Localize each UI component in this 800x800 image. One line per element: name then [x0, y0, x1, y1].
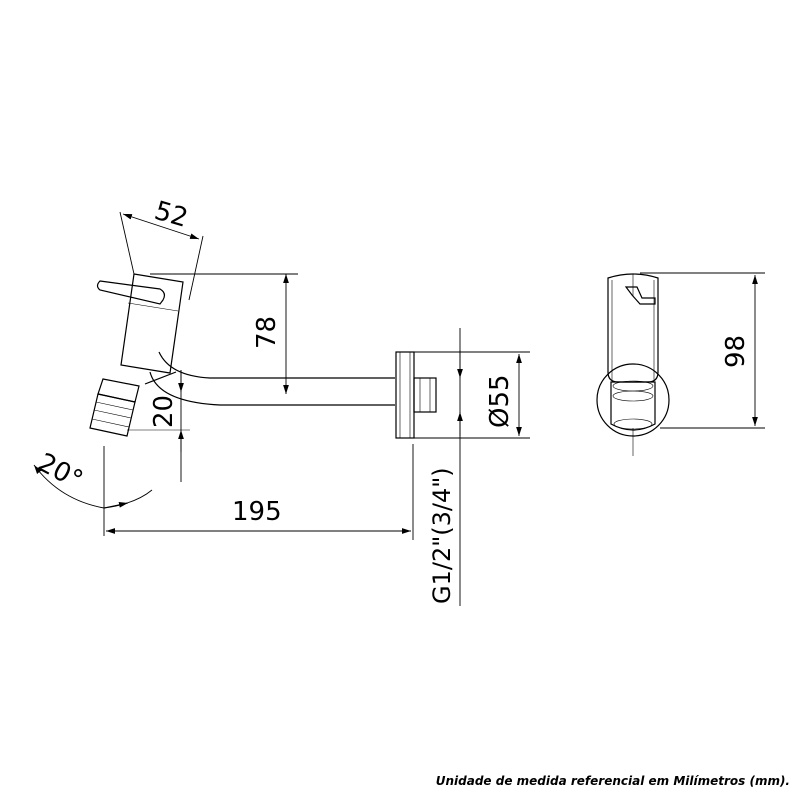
- units-footnote: Unidade de medida referencial em Milímet…: [435, 774, 790, 788]
- dimension-195: 195: [106, 444, 414, 540]
- dimension-thread: G1/2"(3/4"): [428, 328, 463, 606]
- side-body: [607, 273, 659, 383]
- dimension-angle-label: 20°: [33, 448, 88, 496]
- front-view: [89, 273, 437, 439]
- dimension-20: 20: [127, 370, 190, 482]
- dimension-98: 98: [640, 272, 765, 429]
- wall-flange: [395, 351, 415, 439]
- dimension-195-label: 195: [232, 497, 282, 527]
- spout-arm: [144, 351, 395, 406]
- side-handle: [624, 286, 656, 305]
- side-aerator: [610, 381, 656, 431]
- aerator-nozzle: [89, 378, 140, 437]
- valve-body: [120, 273, 184, 374]
- dimension-78-label: 78: [252, 316, 282, 349]
- dimension-diameter-label: Ø55: [485, 374, 515, 428]
- dimension-diameter: Ø55: [414, 351, 530, 439]
- dimension-78: 78: [150, 273, 298, 394]
- side-view: [596, 273, 670, 456]
- handle-lever: [96, 280, 166, 305]
- dimension-20-label: 20: [149, 395, 179, 428]
- thread-connector: [413, 377, 437, 413]
- dimension-angle: 20°: [33, 446, 153, 536]
- dimension-52-label: 52: [151, 196, 191, 234]
- dimension-98-label: 98: [721, 335, 751, 368]
- dimension-thread-label: G1/2"(3/4"): [428, 467, 456, 604]
